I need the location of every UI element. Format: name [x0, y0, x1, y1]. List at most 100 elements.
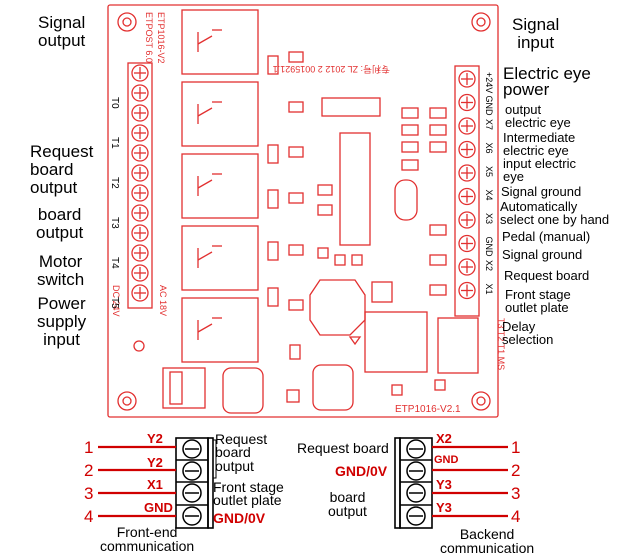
front-desc-front-outlet: Front stage outlet plate [213, 479, 284, 509]
back-pin-label-2: GND [434, 454, 459, 466]
front-pin-label-4: GND [144, 500, 173, 515]
right-terminal-label: GND [484, 237, 494, 258]
back-wire-number-2: 2 [511, 461, 521, 480]
label-auto-select: Automatically select one by hand [500, 199, 610, 227]
left-terminal-screws [131, 64, 149, 302]
relay [181, 225, 259, 291]
front-wire-number-2: 2 [84, 461, 94, 480]
front-comm-title: Front-end communication [100, 524, 195, 554]
board-model-vertical: ETP1016-V2 [156, 12, 166, 64]
label-signal-output: Signal output [38, 13, 86, 50]
board-outline [107, 4, 499, 418]
back-pin-label-1: X2 [436, 431, 452, 446]
label-input-eye: input electric eye [503, 156, 576, 184]
front-desc-gnd: GND/0V [213, 510, 266, 526]
connector-screw [406, 506, 426, 526]
label-delay-selection: Delay selection [502, 319, 554, 347]
left-screw-terminal [131, 124, 149, 142]
mount-hole-tr [471, 12, 491, 32]
label-signal-input: Signal input [512, 15, 560, 52]
back-desc-request-board: Request board [297, 440, 389, 456]
right-terminal-label: X7 [484, 119, 494, 130]
left-screw-terminal [131, 264, 149, 282]
left-screw-terminal [131, 84, 149, 102]
right-terminal-label: X5 [484, 166, 494, 177]
right-screw-terminal [458, 117, 476, 135]
connector-screw [182, 506, 202, 526]
left-screw-terminal [131, 204, 149, 222]
back-desc-gnd: GND/0V [335, 463, 388, 479]
back-wire-number-4: 4 [511, 507, 521, 526]
left-terminal-label: T3 [109, 217, 120, 229]
connector-screw [182, 439, 202, 459]
label-electric-eye-power: Electric eye power [503, 64, 591, 100]
back-comm-title: Backend communication [440, 526, 535, 556]
back-pin-label-4: Y3 [436, 500, 452, 515]
right-terminal-label: X4 [484, 190, 494, 201]
back-wires [432, 445, 508, 518]
front-desc-request-board-output: Request board output [215, 431, 268, 474]
mount-hole-bl [117, 391, 137, 411]
right-bottom-label: T3 T2 T1 MS [496, 318, 506, 370]
label-request-board: Request board [504, 268, 590, 283]
label-request-board-output: Request board output [30, 142, 94, 197]
left-terminal-block [127, 62, 153, 309]
front-wire-number-4: 4 [84, 507, 94, 526]
back-wire-number-1: 1 [511, 438, 521, 457]
label-front-outlet: Front stage outlet plate [505, 287, 571, 315]
label-intermediate-eye: Intermediate electric eye [503, 130, 576, 158]
label-signal-ground-1: Signal ground [501, 184, 582, 199]
connector-screw [182, 483, 202, 503]
right-screw-terminal [458, 93, 476, 112]
left-terminal-label: T0 [109, 97, 120, 109]
right-terminal-block [454, 65, 480, 317]
left-power-label-a: DC 24V [111, 285, 121, 317]
back-desc-board-output: board output [328, 489, 367, 519]
front-wire-number-1: 1 [84, 438, 94, 457]
left-terminal-label: T5 [109, 297, 120, 309]
right-terminal-label: X3 [484, 213, 494, 224]
connector-screw [406, 439, 426, 459]
right-screw-terminal [458, 258, 476, 276]
label-motor-switch: Motor switch [37, 252, 85, 289]
front-connector [175, 437, 214, 529]
back-pin-label-3: Y3 [436, 477, 452, 492]
connector-screw [406, 483, 426, 503]
left-terminal-label: T2 [109, 177, 120, 189]
front-wires [98, 445, 176, 518]
front-pin-label-3: X1 [147, 477, 163, 492]
right-screw-terminal [458, 164, 476, 182]
right-screw-terminal [458, 281, 476, 300]
right-screw-terminal [458, 187, 476, 206]
right-terminal-screws [458, 70, 476, 300]
microcontroller-chip [339, 132, 371, 246]
relay [181, 9, 259, 75]
label-signal-ground-2: Signal ground [502, 247, 583, 262]
back-connector [394, 437, 433, 529]
relay [181, 81, 259, 147]
label-board-output: board output [36, 205, 84, 242]
left-terminal-label: T1 [109, 137, 120, 149]
board-header-text: ETPOST 6.0 [144, 12, 154, 63]
connector-screw [182, 461, 202, 481]
right-screw-terminal [458, 140, 476, 159]
right-screw-terminal [458, 211, 476, 229]
right-screw-terminal [458, 70, 476, 88]
left-screw-terminal [131, 284, 149, 302]
right-terminal-label: X1 [484, 284, 494, 295]
label-output-electric-eye: output electric eye [505, 102, 571, 130]
back-wire-number-3: 3 [511, 484, 521, 503]
label-power-supply-input: Power supply input [37, 294, 87, 349]
left-terminal-label: T4 [109, 257, 120, 269]
right-terminal-label: GND [484, 96, 494, 117]
relay [181, 153, 259, 219]
right-screw-terminal [458, 234, 476, 253]
label-pedal: Pedal (manual) [502, 229, 591, 244]
left-screw-terminal [131, 64, 149, 82]
relay-bank [181, 9, 259, 363]
front-wire-number-3: 3 [84, 484, 94, 503]
left-screw-terminal [131, 104, 149, 122]
left-power-label-b: AC 18V [158, 285, 168, 316]
